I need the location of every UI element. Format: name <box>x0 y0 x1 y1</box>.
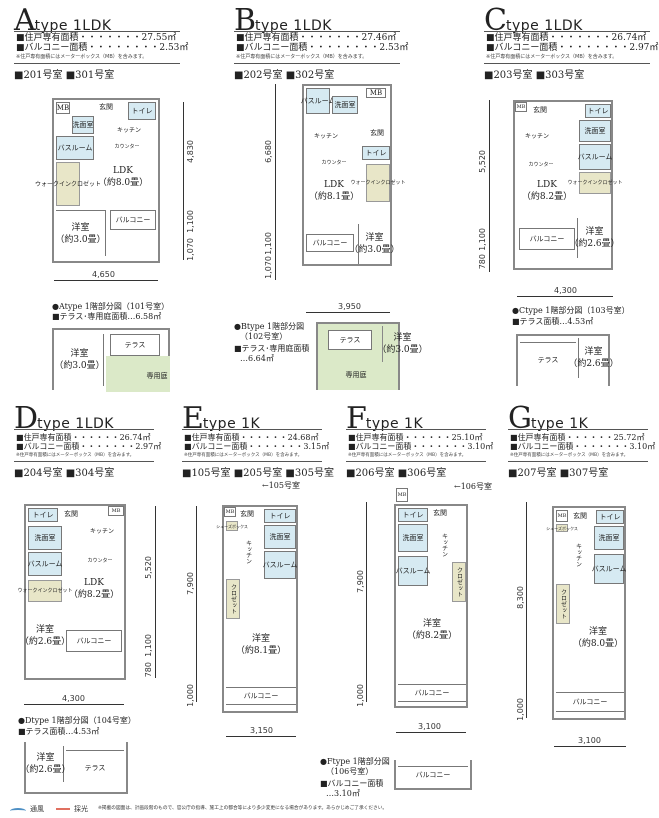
floor-plan-f: MB トイレ 玄関 洗面室 バスルーム キッチン クロゼット 洋室（約8.2畳）… <box>394 488 468 708</box>
balcony-spec: ■バルコニー面積・・・・・・・・2.53㎡ <box>16 43 189 53</box>
light-arrow-icon <box>56 808 70 810</box>
floor-plan-g: MB 玄関 トイレ シューズボックス 洗面室 バスルーム キッチン クロゼット … <box>546 506 626 720</box>
walk-in-closet: ウォークインクロゼット <box>35 162 101 206</box>
sub-plan-104: 洋室（約2.6畳） テラス <box>20 742 128 794</box>
room-numbers: ■207号室 ■307号室 <box>508 468 609 479</box>
room-numbers: ■202号室 ■302号室 <box>234 70 335 81</box>
type-c-title: Ctype 1LDK <box>484 3 583 38</box>
type-d-title: Dtype 1LDK <box>14 401 114 436</box>
mb-note: ※住戸専有面積にはメーターボックス（MB）を含みます。 <box>16 54 148 60</box>
ldk-room: LDK（約8.0畳） <box>97 166 149 188</box>
door-note: ←105号室 <box>262 481 300 490</box>
floor-plan-c: MB 玄関 トイレ 洗面室 バスルーム ウォークインクロゼット キッチン カウン… <box>513 100 623 270</box>
floor-plan-b: バスルーム 洗面室 MB キッチン 玄関 トイレ ウォークインクロゼット カウン… <box>301 84 406 266</box>
sub-plan-106: バルコニー <box>394 760 472 790</box>
area-spec: ■住戸専有面積・・・・・・・27.55㎡ <box>16 33 177 43</box>
type-f-title: Ftype 1K <box>346 401 424 436</box>
sub-plan-102: テラス 専用庭 <box>316 322 400 390</box>
yoshitsu-room: 洋室（約3.0畳） <box>55 210 106 256</box>
disclaimer: ※掲載の図面は、計画段階のもので、官公庁の指導、施工上の都合等により多少変更にな… <box>98 806 388 811</box>
door-note: ←106号室 <box>454 482 492 491</box>
balcony: バルコニー <box>110 210 156 230</box>
kitchen: キッチン <box>116 126 141 134</box>
senmen-room: 洗面室 <box>72 116 94 134</box>
type-b-title: Btype 1LDK <box>234 3 332 38</box>
type-g-title: Gtype 1K <box>508 401 589 436</box>
type-a-title: Atype 1LDK <box>14 3 112 38</box>
type-e-title: Etype 1K <box>182 401 261 436</box>
floor-plan-d: トイレ 玄関 MB 洗面室 バスルーム ウォークインクロゼット キッチン カウン… <box>18 504 126 680</box>
room-numbers: ■204号室 ■304号室 <box>14 468 115 479</box>
toilet: トイレ <box>128 102 156 120</box>
room-numbers: ■206号室 ■306号室 <box>346 468 447 479</box>
divider <box>14 63 180 64</box>
room-numbers: ■201号室 ■301号室 <box>14 70 115 81</box>
genkan: 玄関 <box>99 102 113 111</box>
counter: カウンター <box>114 143 140 150</box>
floor-plan-e: MB 玄関 トイレ シューズボックス 洗面室 バスルーム キッチン クロゼット … <box>216 505 298 713</box>
room-numbers: ■105号室 ■205号室 ■305号室 <box>182 468 334 479</box>
sub-plan-103: テラス 洋室（約2.6畳） <box>516 334 619 386</box>
wind-arrow-icon <box>10 808 26 814</box>
sub-plan-title: ●Atype 1階部分図（101号室） <box>52 302 170 311</box>
bath-room: バスルーム <box>56 136 94 160</box>
room-numbers: ■203号室 ■303号室 <box>484 70 585 81</box>
divider <box>14 31 180 32</box>
legend-light: 採光 <box>74 805 88 813</box>
sub-plan-101: 洋室（約3.0畳） テラス 専用庭 <box>52 328 170 392</box>
floor-plan-a: MB 洗面室 バスルーム 玄関 トイレ キッチン ウォークインクロゼット カウン… <box>35 98 160 263</box>
legend-wind: 通風 <box>30 805 44 813</box>
sub-plan-area: ■テラス･専用庭面積…6.58㎡ <box>52 312 162 321</box>
